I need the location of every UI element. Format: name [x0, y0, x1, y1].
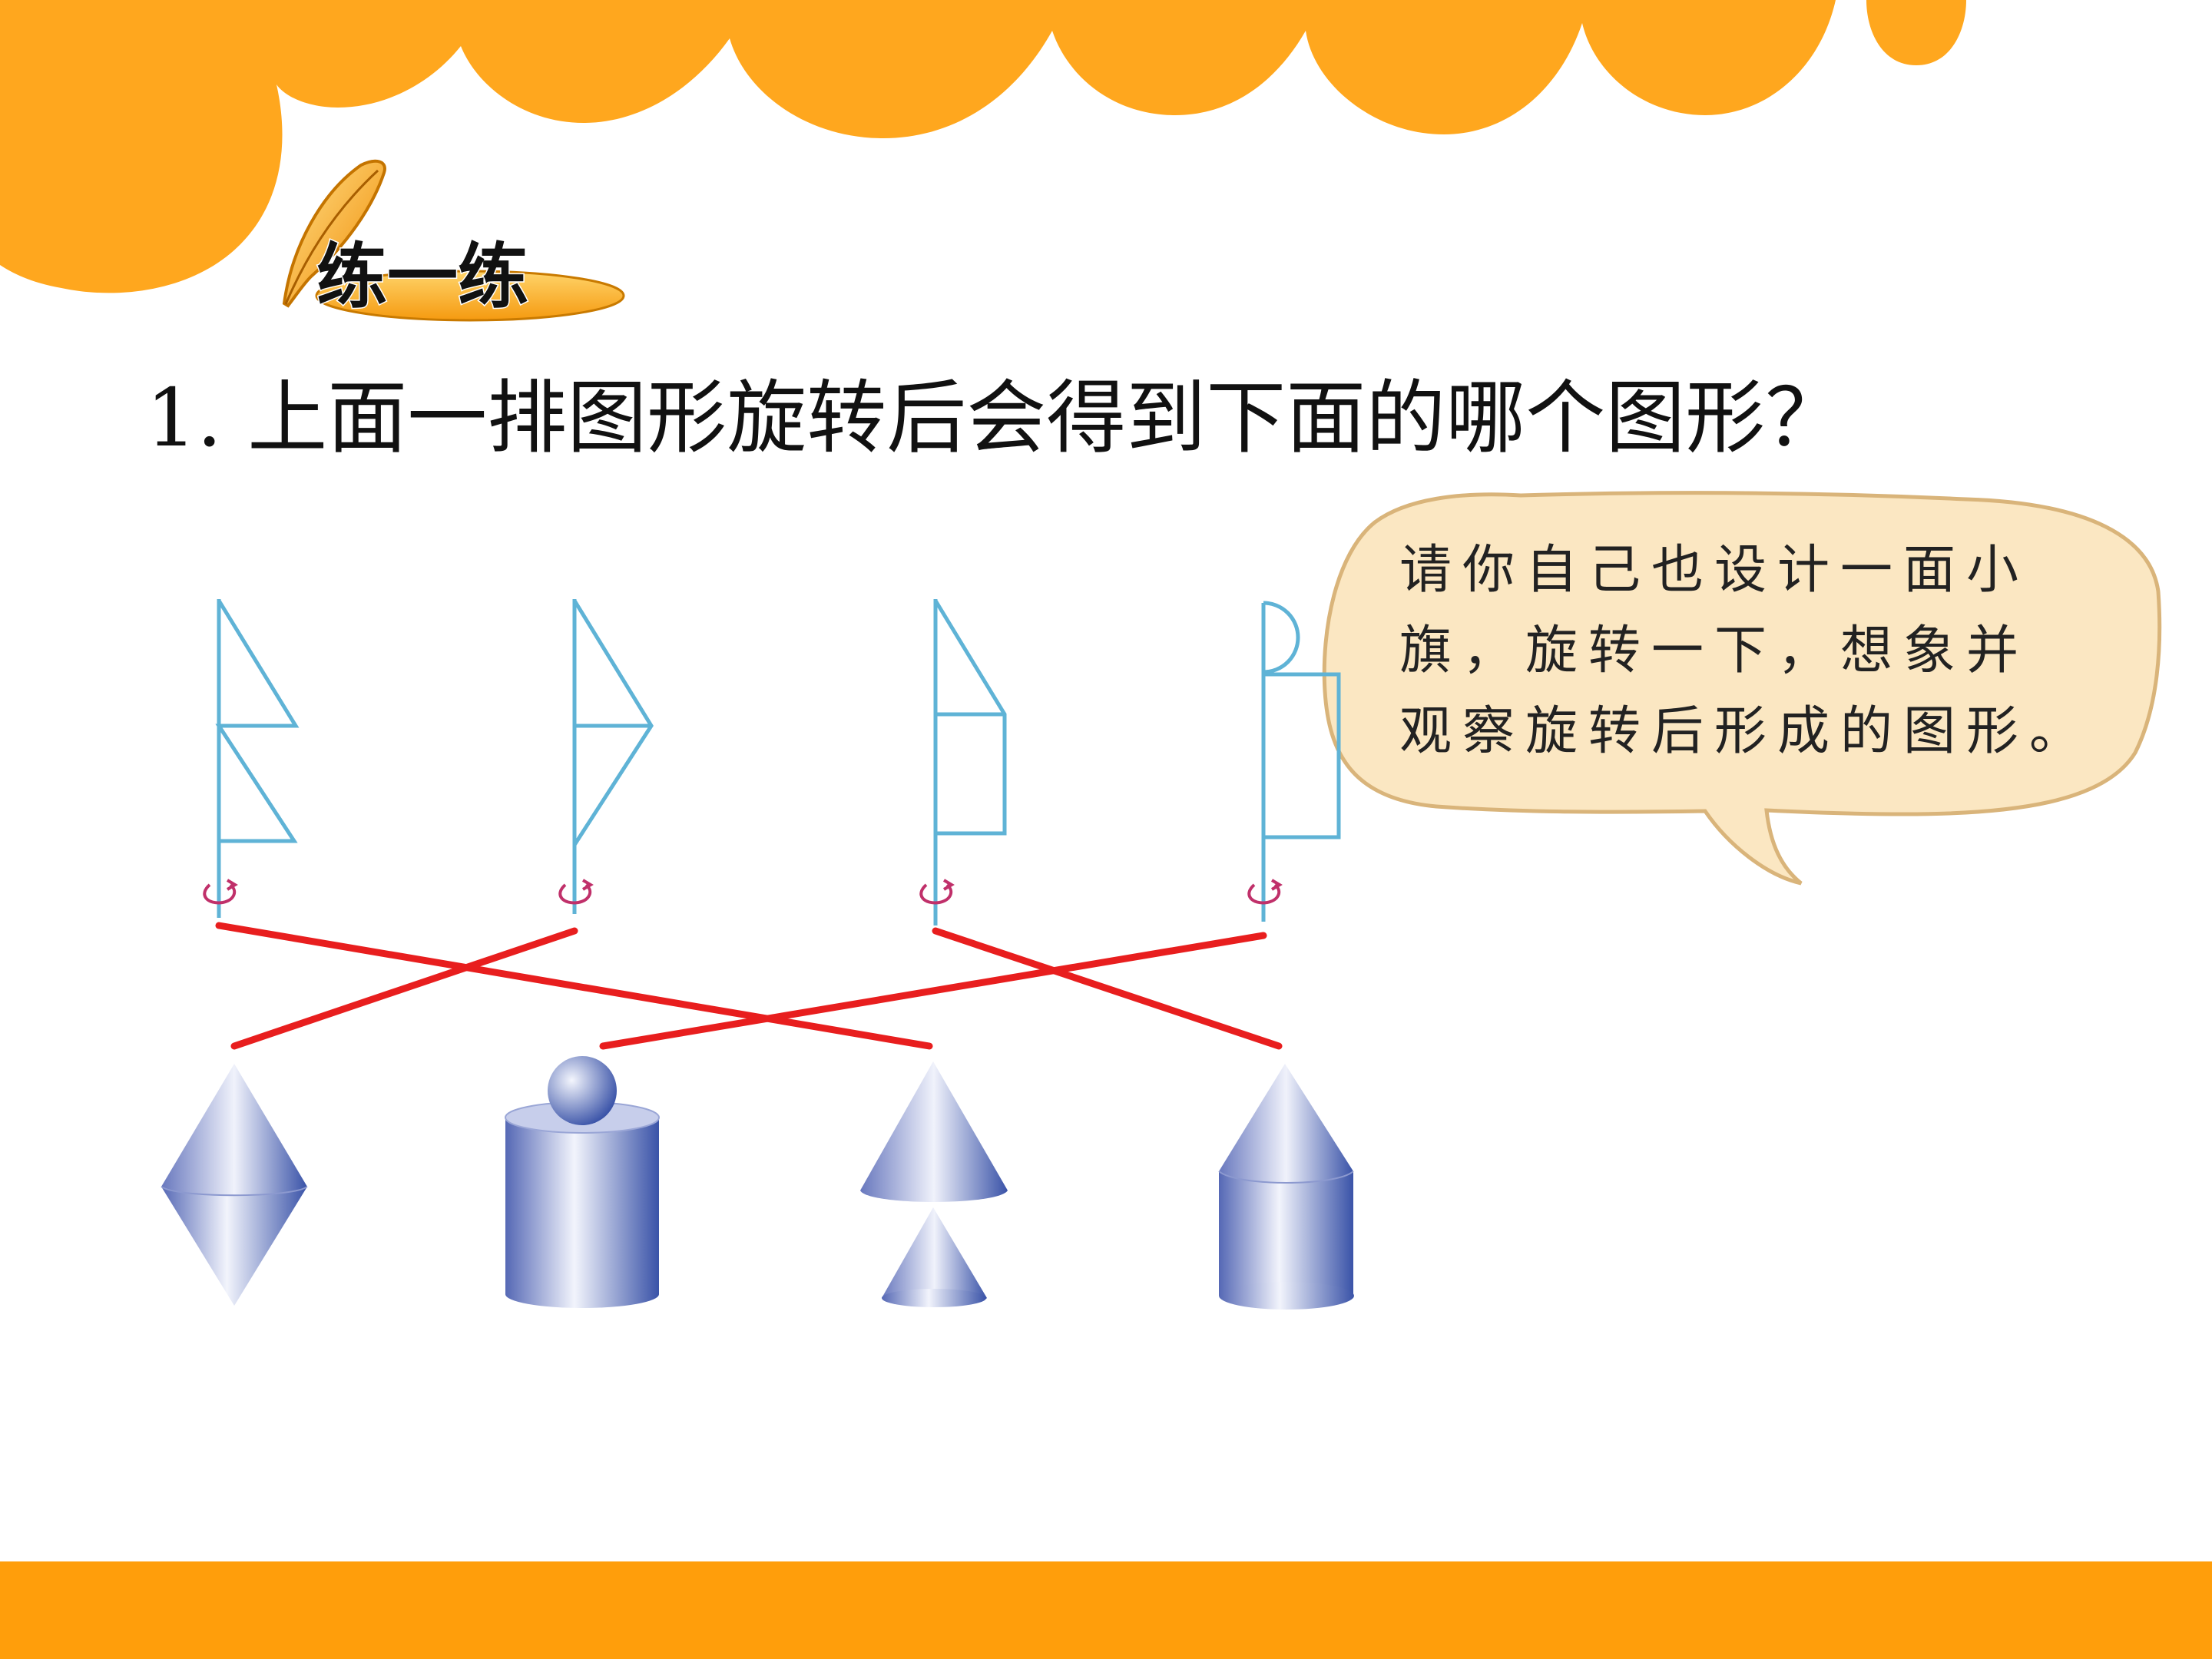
rotation-arrow-icon: [203, 879, 238, 905]
rotation-arrows: [203, 879, 1283, 905]
heading-badge: 练一练: [282, 159, 625, 322]
footer-bar: [0, 1561, 2212, 1659]
solid-double-cone: [161, 1064, 308, 1306]
flag-1: [215, 599, 300, 918]
solids-row: [161, 1056, 1354, 1310]
match-line-4: [599, 932, 1267, 1050]
feather-icon: [282, 159, 386, 308]
solid-sphere-on-cylinder: [505, 1056, 660, 1308]
match-line-3: [932, 927, 1283, 1050]
match-line-1: [215, 922, 933, 1050]
bubble-line-2: 旗，旋转一下，想象并: [1399, 621, 2029, 681]
rotation-arrow-icon: [1247, 879, 1283, 905]
question-text: 1. 上面一排图形旋转后会得到下面的哪个图形？: [146, 371, 1845, 465]
bubble-line-3: 观察旋转后形成的图形。: [1399, 701, 2092, 762]
match-lines: [215, 922, 1283, 1050]
flag-2: [572, 599, 654, 914]
top-banner: [0, 0, 2212, 293]
flag-3: [933, 599, 1007, 926]
solid-cone-on-cylinder: [1218, 1064, 1354, 1310]
flags-row: [215, 599, 1341, 926]
solid-cone-over-cone: [860, 1061, 1008, 1307]
rotation-arrow-icon: [919, 879, 955, 905]
flag-4: [1261, 601, 1341, 922]
bubble-line-1: 请你自己也设计一面小: [1399, 540, 2029, 601]
speech-bubble: 请你自己也设计一面小 旗，旋转一下，想象并 观察旋转后形成的图形。: [1322, 491, 2162, 886]
rotation-arrow-icon: [558, 879, 594, 905]
heading-badge-label: 练一练: [316, 236, 528, 318]
match-line-2: [230, 927, 578, 1050]
